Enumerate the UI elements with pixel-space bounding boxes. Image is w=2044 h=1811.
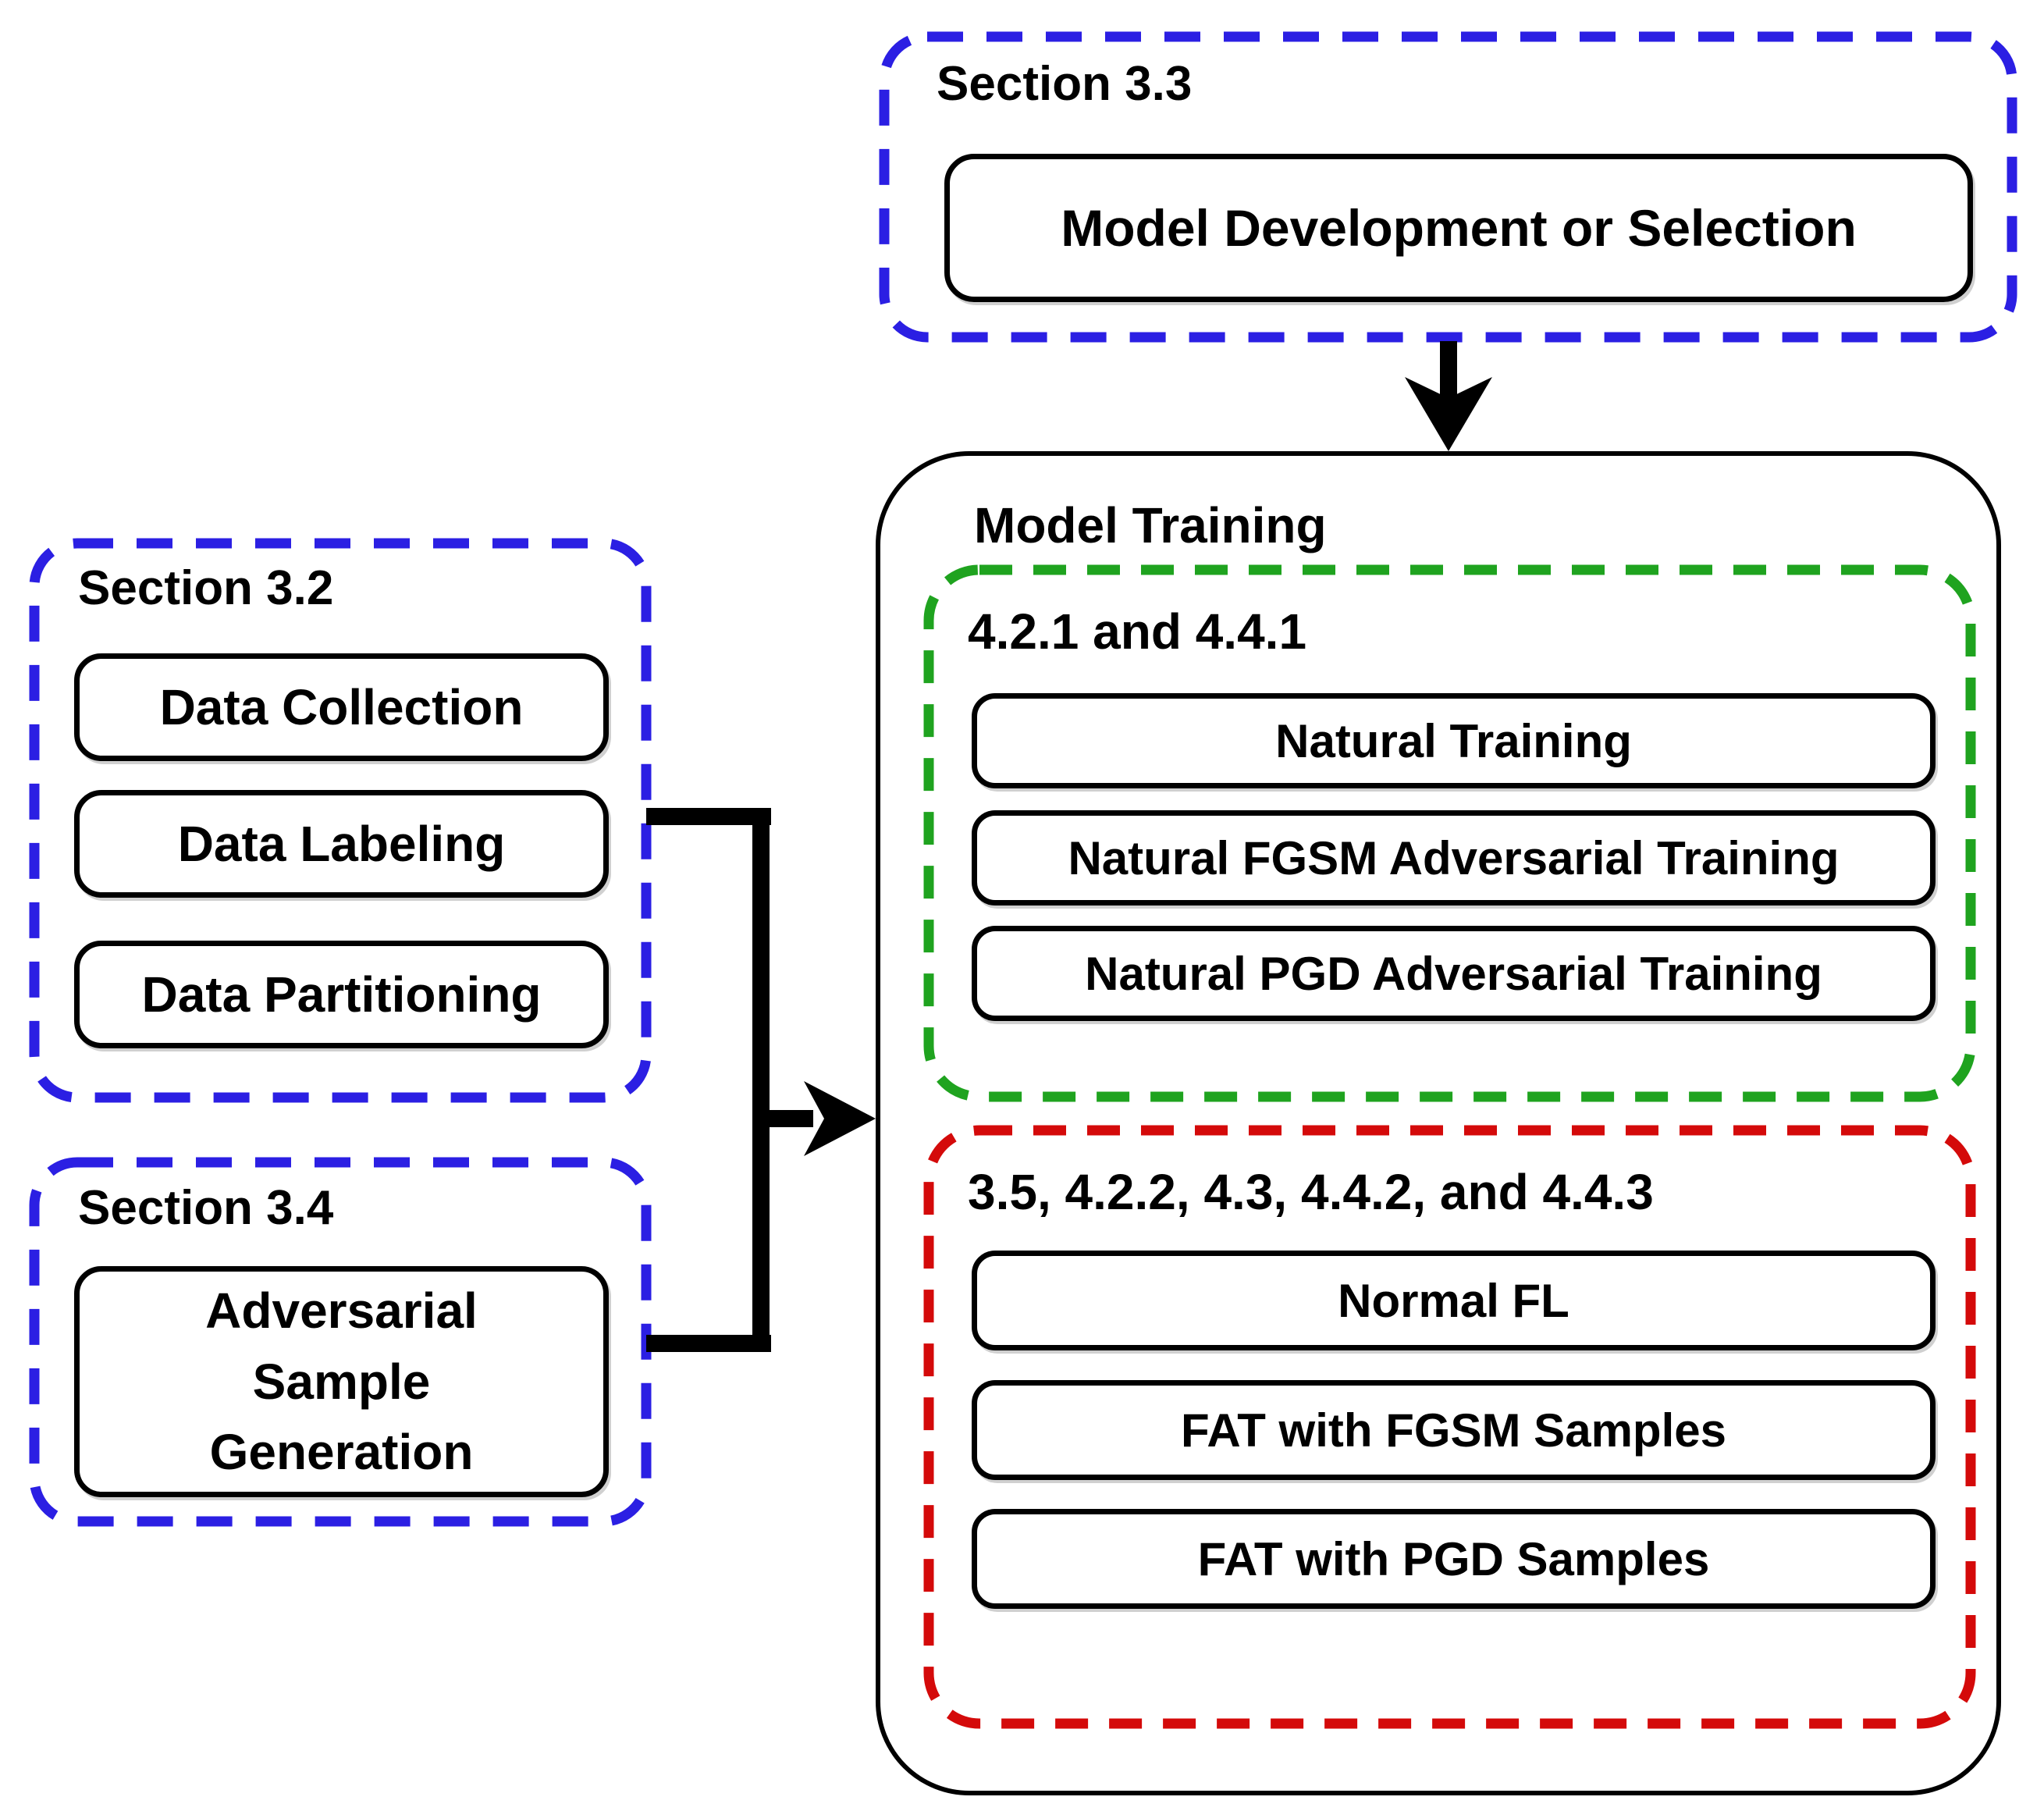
natural-pgd-adversarial-training-box: Natural PGD Adversarial Training: [972, 926, 1936, 1021]
arrow-model-selection-to-training: [1405, 341, 1492, 451]
section-3-3-label: Section 3.3: [937, 57, 1193, 111]
data-partitioning-box: Data Partitioning: [74, 941, 609, 1048]
data-labeling-box: Data Labeling: [74, 790, 609, 898]
adversarial-sample-generation-box: Adversarial Sample Generation: [74, 1266, 609, 1497]
fat-with-pgd-samples-box: FAT with PGD Samples: [972, 1509, 1936, 1609]
section-3-4-label: Section 3.4: [78, 1181, 334, 1235]
model-training-label: Model Training: [974, 497, 1327, 553]
normal-fl-box: Normal FL: [972, 1251, 1936, 1350]
fat-with-fgsm-samples-box: FAT with FGSM Samples: [972, 1380, 1936, 1480]
natural-training-group-label: 4.2.1 and 4.4.1: [968, 603, 1307, 660]
natural-training-box: Natural Training: [972, 693, 1936, 788]
section-3-2-label: Section 3.2: [78, 561, 334, 615]
data-collection-box: Data Collection: [74, 653, 609, 761]
model-training-container: [876, 451, 2001, 1795]
natural-fgsm-adversarial-training-box: Natural FGSM Adversarial Training: [972, 810, 1936, 906]
connector-data-to-training: [646, 808, 876, 1352]
federated-training-group-label: 3.5, 4.2.2, 4.3, 4.4.2, and 4.4.3: [968, 1164, 1654, 1220]
model-development-or-selection-box: Model Development or Selection: [944, 154, 1973, 302]
